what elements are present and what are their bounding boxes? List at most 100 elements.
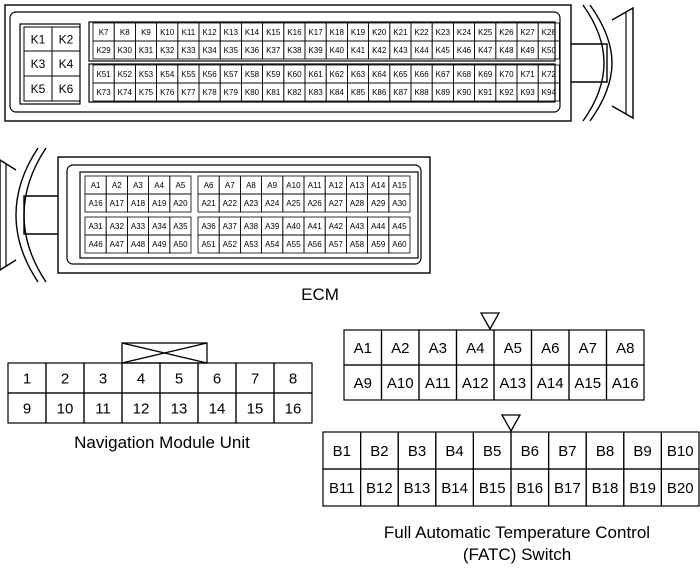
pin-label: K13 [224,28,239,37]
pin-label: K14 [245,28,260,37]
pin-label: 6 [213,370,221,387]
pin-label: K27 [520,28,535,37]
pin-cell [537,40,560,60]
pin-label: K35 [224,46,239,55]
ecm-connector [0,147,431,283]
pin-label: K4 [59,57,74,71]
pin-label: K80 [245,88,260,97]
pin-label: A17 [110,199,125,208]
pin-label: B10 [667,443,694,460]
pin-label: A5 [504,340,522,357]
pin-label: A50 [173,240,188,249]
pin-label: 11 [95,400,111,417]
pin-cell [169,234,192,254]
pin-label: A8 [246,181,256,190]
pin-label: K2 [59,32,74,46]
pin-label: K79 [224,88,239,97]
pin-label: K88 [414,88,429,97]
pin-label: A47 [110,240,125,249]
pin-label: K81 [266,88,281,97]
pin-label: K69 [478,70,493,79]
pin-label: K86 [372,88,387,97]
pin-label: 12 [133,400,150,417]
pin-label: A54 [265,240,280,249]
pin-label: K71 [520,70,535,79]
pin-label: K19 [351,28,366,37]
fatc-a-triangle-icon [479,312,501,331]
ecm-connector-latch-arm-outer [15,147,39,283]
pin-label: A39 [265,222,280,231]
pin-label: A7 [225,181,235,190]
pin-label: A1 [91,181,101,190]
pin-label: A31 [88,222,103,231]
pin-label: A3 [133,181,143,190]
pin-label: K23 [436,28,451,37]
pin-label: K62 [330,70,345,79]
pin-label: A7 [579,340,597,357]
pin-label: K29 [96,46,111,55]
pin-label: A49 [152,240,167,249]
pin-label: K11 [182,28,196,37]
pin-label: A57 [329,240,344,249]
pin-label: K7 [99,28,109,37]
pin-label: A6 [204,181,214,190]
pin-label: B2 [370,443,388,460]
pin-label: K15 [266,28,281,37]
pin-label: B16 [516,480,543,497]
nav-label: Navigation Module Unit [74,433,250,452]
pin-cell [388,234,411,254]
pin-label: K78 [202,88,217,97]
pin-label: A14 [371,181,386,190]
fatc-a-connector-marker [479,312,501,331]
pin-label: K10 [160,28,175,37]
pin-label: A36 [201,222,216,231]
pin-label: A5 [176,181,186,190]
pin-label: 4 [137,370,145,387]
pin-label: A60 [392,240,407,249]
pin-label: A6 [541,340,559,357]
pin-label: A44 [371,222,386,231]
pin-label: A9 [354,375,372,392]
pin-label: K54 [160,70,175,79]
pin-label: K20 [372,28,387,37]
pin-label: K64 [372,70,387,79]
pin-label: B3 [408,443,426,460]
pin-label: A3 [429,340,447,357]
pin-label: B15 [479,480,506,497]
pin-label: K59 [266,70,281,79]
pin-label: K25 [478,28,493,37]
pin-label: B5 [483,443,501,460]
pin-cell [537,82,560,102]
ecm-connector-latch [23,195,58,235]
pin-label: A32 [110,222,125,231]
ecm-connector-latch-arm [23,147,47,283]
pin-label: A20 [173,199,188,208]
pin-label: K32 [160,46,175,55]
pin-label: K51 [96,70,111,79]
pin-label: K66 [414,70,429,79]
fatc-label-line2: (FATC) Switch [463,545,571,564]
top-connector-inner-frame [9,11,561,113]
pin-label: K89 [436,88,451,97]
pin-label: K68 [457,70,472,79]
pin-label: A25 [286,199,301,208]
pin-label: K8 [120,28,130,37]
pin-label: A53 [244,240,259,249]
pin-label: A12 [462,375,489,392]
pin-label: B12 [366,480,393,497]
pin-label: A21 [201,199,216,208]
top-connector-latch [571,43,608,83]
pin-cell [660,468,700,507]
pin-label: B20 [667,480,694,497]
pin-label: K74 [118,88,133,97]
pin-cell [51,75,81,102]
pin-label: K41 [351,46,366,55]
pin-label: A35 [173,222,188,231]
pin-label: A13 [499,375,526,392]
pin-label: A26 [307,199,322,208]
pin-label: K70 [499,70,514,79]
pin-label: 2 [61,370,69,387]
pin-label: A10 [286,181,301,190]
pin-label: B8 [596,443,614,460]
